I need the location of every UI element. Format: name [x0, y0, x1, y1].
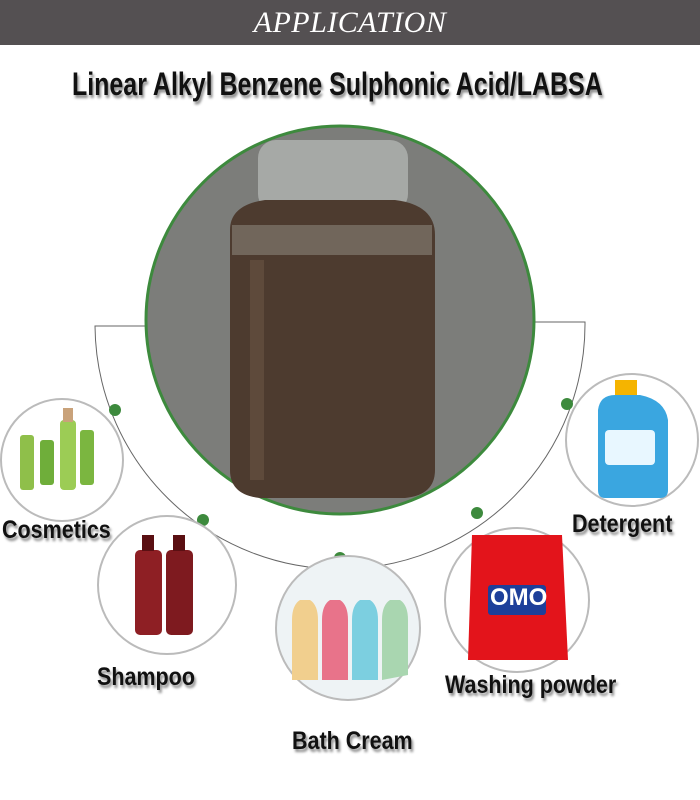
- bath-cream-bottles-icon: [292, 600, 408, 680]
- detergent-bottle-icon: [598, 380, 668, 498]
- shampoo-bottles-icon: [135, 535, 193, 635]
- washing-powder-bag-icon: [468, 535, 568, 660]
- labsa-bottle-image: [230, 140, 435, 498]
- omo-logo: OMO: [490, 584, 548, 611]
- page-title: Linear Alkyl Benzene Sulphonic Acid/LABS…: [72, 66, 603, 102]
- header-banner: APPLICATION: [0, 0, 700, 45]
- label-cosmetics: Cosmetics: [2, 516, 111, 544]
- dot-detergent: [561, 398, 573, 410]
- dot-cosmetics: [109, 404, 121, 416]
- label-washing-powder: Washing powder: [445, 671, 617, 699]
- banner-title: APPLICATION: [253, 6, 447, 39]
- dot-washing-powder: [471, 507, 483, 519]
- label-bath-cream: Bath Cream: [292, 727, 413, 755]
- label-shampoo: Shampoo: [97, 663, 195, 691]
- cosmetics-bottles-icon: [20, 408, 94, 490]
- label-detergent: Detergent: [572, 510, 673, 538]
- dot-shampoo: [197, 514, 209, 526]
